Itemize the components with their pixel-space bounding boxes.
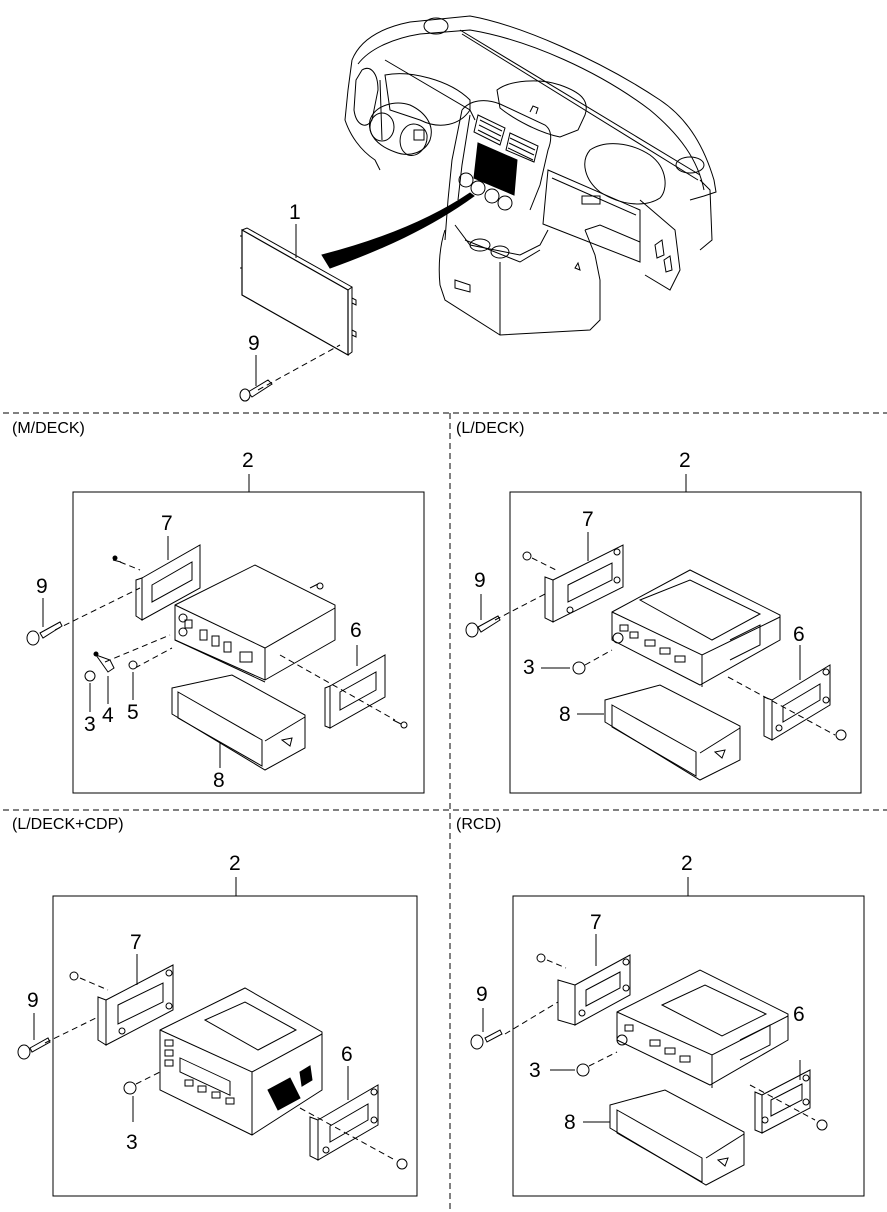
rcd-callout-3: 3 [529, 1059, 541, 1082]
l-deck-cdp-callout-9: 9 [27, 989, 39, 1012]
l-deck-cdp-callout-7: 7 [130, 931, 142, 954]
section-label-l-deck-cdp: (L/DECK+CDP) [12, 816, 124, 833]
m-deck-frame [72, 491, 425, 794]
l-deck-frame [509, 491, 862, 794]
l-deck-callout-3: 3 [523, 656, 535, 679]
rcd-assembly [470, 877, 865, 1197]
l-deck-cdp-callout-3: 3 [126, 1131, 138, 1154]
rcd-frame [512, 895, 865, 1197]
m-deck-callout-7: 7 [161, 512, 173, 535]
part-9-screw-top [239, 344, 341, 402]
l-deck-assembly [465, 474, 862, 794]
section-label-rcd: (RCD) [456, 816, 502, 833]
l-deck-callout-8: 8 [559, 703, 571, 726]
l-deck-callout-2: 2 [679, 449, 691, 472]
l-deck-cdp-assembly [17, 877, 418, 1197]
l-deck-cdp-callout-2: 2 [229, 852, 241, 875]
section-label-l-deck: (L/DECK) [456, 420, 525, 437]
m-deck-callout-6: 6 [350, 619, 362, 642]
m-deck-callout-5: 5 [127, 701, 139, 724]
section-label-m-deck: (M/DECK) [12, 420, 85, 437]
m-deck-callout-2: 2 [242, 449, 254, 472]
rcd-callout-2: 2 [681, 852, 693, 875]
l-deck-callout-6: 6 [793, 623, 805, 646]
m-deck-assembly [26, 474, 425, 794]
l-deck-cdp-callout-6: 6 [341, 1043, 353, 1066]
l-deck-callout-7: 7 [582, 508, 594, 531]
rcd-callout-9: 9 [476, 983, 488, 1006]
l-deck-cdp-frame [52, 895, 418, 1197]
rcd-callout-8: 8 [564, 1111, 576, 1134]
l-deck-callout-9: 9 [474, 569, 486, 592]
dashboard-illustration [321, 15, 717, 336]
m-deck-callout-3: 3 [84, 713, 96, 736]
rcd-callout-7: 7 [590, 911, 602, 934]
m-deck-callout-8: 8 [213, 769, 225, 792]
callout-9-top: 9 [248, 332, 260, 355]
rcd-callout-6: 6 [793, 1003, 805, 1026]
callout-1: 1 [289, 201, 301, 224]
m-deck-callout-9: 9 [36, 575, 48, 598]
m-deck-callout-4: 4 [102, 704, 114, 727]
part-1-panel [240, 224, 357, 357]
